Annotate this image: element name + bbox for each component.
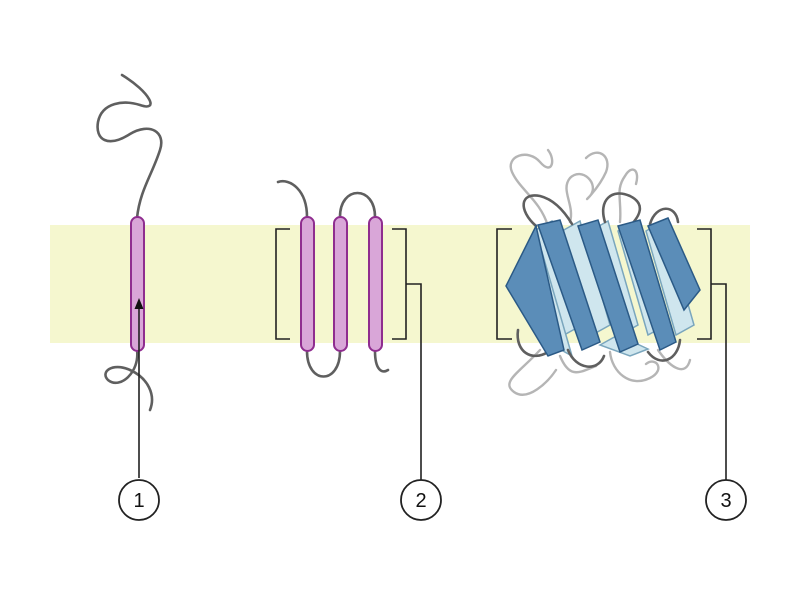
callout-number: 3 [720,490,731,512]
background-loops [508,148,692,396]
callout-leader-line [406,283,422,480]
callout-circle [118,479,160,521]
callout-2: 2 [400,283,442,521]
foreground-loops [516,192,682,368]
helix-loop-start [276,179,309,219]
helix-loop-bottom-1 [305,349,342,378]
c-terminal-loop [104,348,154,412]
left-bracket [496,228,512,340]
callout-circle [705,479,747,521]
transmembrane-helix [130,216,145,352]
front-strands [505,217,701,357]
transmembrane-helix [300,216,315,352]
callout-number: 1 [133,490,144,512]
arrowhead-icon [134,298,144,309]
beta-barrel-protein [496,148,712,396]
callout-leader-line [711,283,727,480]
helix-loop-top-2 [338,191,377,219]
left-bracket [275,228,290,340]
helix-loop-end [373,349,390,373]
callout-3: 3 [705,283,747,521]
multi-pass-protein [275,179,407,378]
single-pass-protein [96,73,163,412]
transmembrane-helix [368,216,383,352]
callout-1: 1 [118,298,160,521]
callout-number: 2 [415,490,426,512]
transmembrane-helix [333,216,348,352]
callout-circle [400,479,442,521]
n-terminal-loop [96,73,163,220]
